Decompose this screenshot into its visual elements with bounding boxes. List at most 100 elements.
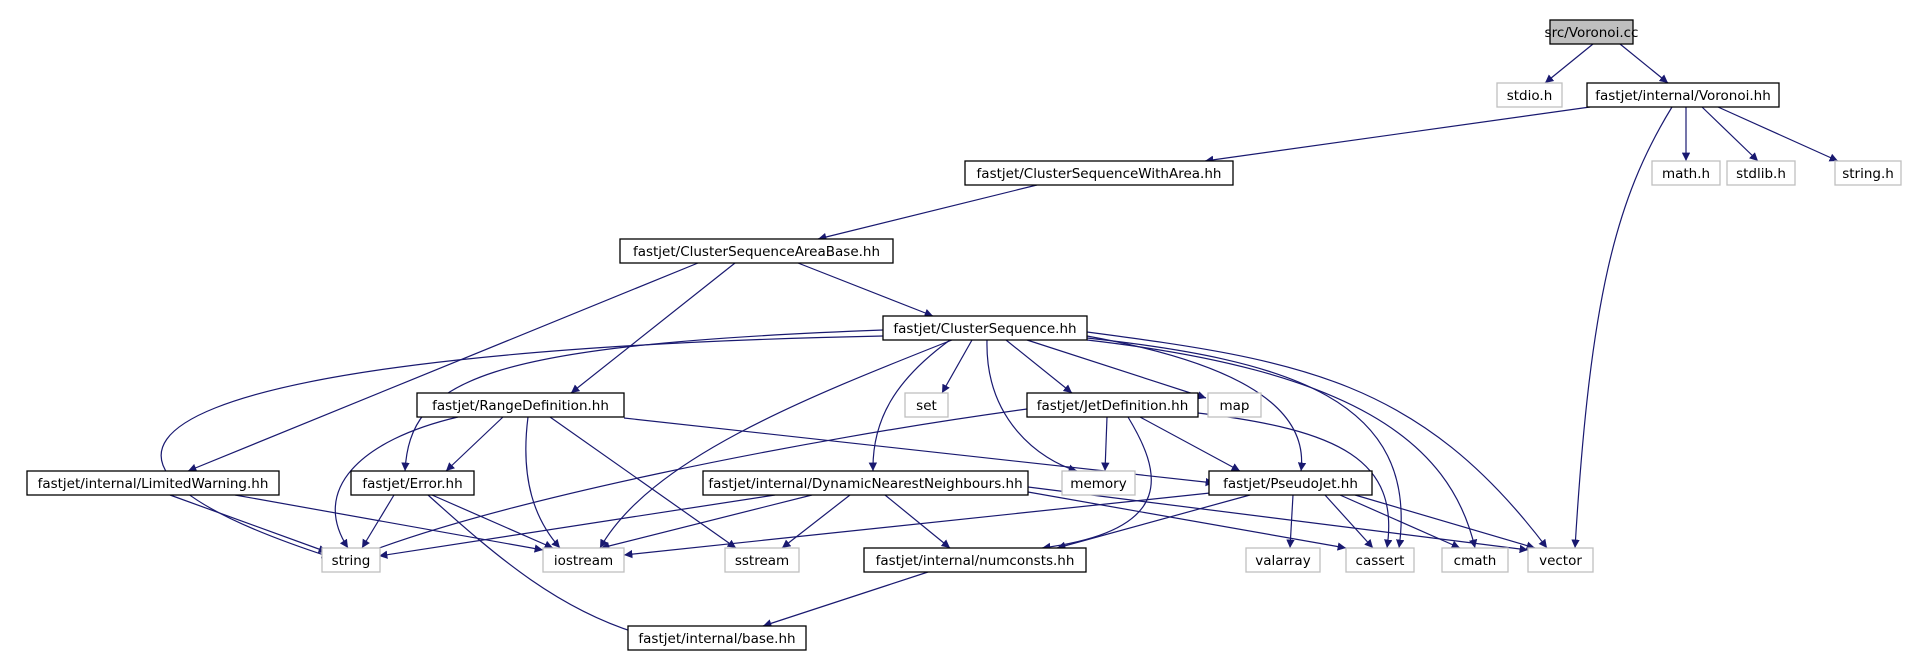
node-box — [1345, 547, 1415, 573]
node-rangedef[interactable]: fastjet/RangeDefinition.hh — [416, 392, 625, 418]
edge-cs-to-error — [401, 329, 884, 472]
edge-csab-to-limwarn — [187, 262, 699, 472]
node-voronoi-cc[interactable]: src/Voronoi.cc — [1545, 19, 1639, 45]
node-label: cassert — [1356, 553, 1405, 569]
node-box — [882, 315, 1088, 341]
edge-pseudojet-to-cassert — [1324, 494, 1374, 549]
edge-limwarn-to-iostream — [234, 494, 544, 553]
node-box — [1726, 160, 1796, 186]
node-base[interactable]: fastjet/internal/base.hh — [627, 625, 807, 651]
node-label: fastjet/internal/DynamicNearestNeighbour… — [708, 476, 1022, 492]
node-label: src/Voronoi.cc — [1545, 25, 1639, 41]
edge-error-to-iostream — [431, 494, 554, 549]
node-stdio-h: stdio.h — [1496, 82, 1563, 108]
edge-cs-to-vector — [1086, 331, 1548, 549]
edge-cs-to-memory — [986, 339, 1078, 473]
node-numconsts[interactable]: fastjet/internal/numconsts.hh — [863, 547, 1087, 573]
node-label: cmath — [1454, 553, 1497, 569]
node-box — [1527, 547, 1594, 573]
edge-pseudojet-to-valarray — [1286, 494, 1295, 549]
node-label: sstream — [735, 553, 789, 569]
node-iostream: iostream — [542, 547, 625, 573]
node-box — [1496, 82, 1563, 108]
node-box — [416, 392, 625, 418]
edge-dnn-to-sstream — [781, 494, 851, 549]
edge-rangedef-to-string — [334, 416, 459, 549]
node-box — [1834, 160, 1902, 186]
node-error[interactable]: fastjet/Error.hh — [350, 470, 475, 496]
node-box — [26, 470, 280, 496]
node-math-h: math.h — [1651, 160, 1721, 186]
edge-jetdef-to-memory — [1101, 416, 1110, 472]
edge-csab-to-rangedef — [570, 262, 736, 394]
node-sstream: sstream — [724, 547, 800, 573]
edge-dnn-to-iostream — [600, 494, 813, 551]
node-dnn[interactable]: fastjet/internal/DynamicNearestNeighbour… — [702, 470, 1029, 496]
node-box — [1026, 392, 1199, 418]
node-label: fastjet/PseudoJet.hh — [1223, 476, 1358, 492]
node-box — [1441, 547, 1509, 573]
node-jetdef[interactable]: fastjet/JetDefinition.hh — [1026, 392, 1199, 418]
node-box — [321, 547, 381, 573]
edge-cs-to-iostream — [599, 339, 953, 549]
node-label: map — [1220, 398, 1250, 414]
node-valarray: valarray — [1245, 547, 1321, 573]
edge-pseudojet-to-iostream — [623, 492, 1211, 559]
node-label: vector — [1539, 553, 1582, 569]
node-box — [1207, 392, 1262, 418]
edge-cs-to-cassert — [1086, 337, 1405, 549]
edge-cs-to-map — [1026, 339, 1207, 400]
node-box — [904, 392, 949, 418]
node-csab[interactable]: fastjet/ClusterSequenceAreaBase.hh — [619, 238, 894, 264]
node-label: memory — [1070, 476, 1126, 492]
node-label: math.h — [1662, 166, 1710, 182]
node-set: set — [904, 392, 949, 418]
edge-jetdef-to-string — [357, 408, 1028, 557]
node-string: string — [321, 547, 381, 573]
edge-voronoi_hh-to-stdlib_h — [1701, 106, 1759, 162]
node-label: fastjet/ClusterSequence.hh — [893, 321, 1076, 337]
edge-voronoi_hh-to-vector — [1571, 106, 1673, 549]
node-voronoi-hh[interactable]: fastjet/internal/Voronoi.hh — [1586, 82, 1780, 108]
node-string-h: string.h — [1834, 160, 1902, 186]
node-cmath: cmath — [1441, 547, 1509, 573]
node-box — [350, 470, 475, 496]
edge-cs-to-set — [941, 339, 973, 394]
edge-dnn-to-string — [378, 494, 776, 559]
edge-rangedef-to-error — [445, 416, 504, 472]
node-label: fastjet/Error.hh — [362, 476, 462, 492]
node-label: fastjet/internal/base.hh — [638, 631, 795, 647]
node-label: string.h — [1842, 166, 1894, 182]
node-box — [627, 625, 807, 651]
nodes-layer: src/Voronoi.cc stdio.h fastjet/internal/Vo… — [26, 19, 1902, 651]
edge-dnn-to-cassert — [1027, 491, 1347, 551]
node-box — [964, 160, 1234, 186]
node-box — [1245, 547, 1321, 573]
node-csarea[interactable]: fastjet/ClusterSequenceWithArea.hh — [964, 160, 1234, 186]
edges-layer — [160, 43, 1839, 636]
node-map: map — [1207, 392, 1262, 418]
node-box — [1586, 82, 1780, 108]
edge-voronoi_hh-to-string_h — [1717, 106, 1839, 162]
node-box — [1208, 470, 1373, 496]
node-cassert: cassert — [1345, 547, 1415, 573]
node-label: set — [916, 398, 937, 414]
edge-jetdef-to-pseudojet — [1139, 416, 1241, 472]
node-pseudojet[interactable]: fastjet/PseudoJet.hh — [1208, 470, 1373, 496]
edge-limwarn-to-string — [169, 494, 328, 554]
node-box — [702, 470, 1029, 496]
node-memory: memory — [1061, 470, 1136, 496]
node-cs[interactable]: fastjet/ClusterSequence.hh — [882, 315, 1088, 341]
node-limwarn[interactable]: fastjet/internal/LimitedWarning.hh — [26, 470, 280, 496]
node-stdlib-h: stdlib.h — [1726, 160, 1796, 186]
edge-rangedef-to-sstream — [549, 416, 737, 549]
node-label: fastjet/internal/Voronoi.hh — [1595, 88, 1771, 104]
edge-cs-to-jetdef — [1005, 339, 1073, 394]
edge-error-to-base — [427, 494, 641, 636]
node-box — [863, 547, 1087, 573]
edge-pseudojet-to-numconsts — [1056, 494, 1251, 550]
node-box — [1061, 470, 1136, 496]
node-label: fastjet/ClusterSequenceAreaBase.hh — [633, 244, 880, 260]
edge-cs-to-cmath — [1086, 339, 1478, 549]
